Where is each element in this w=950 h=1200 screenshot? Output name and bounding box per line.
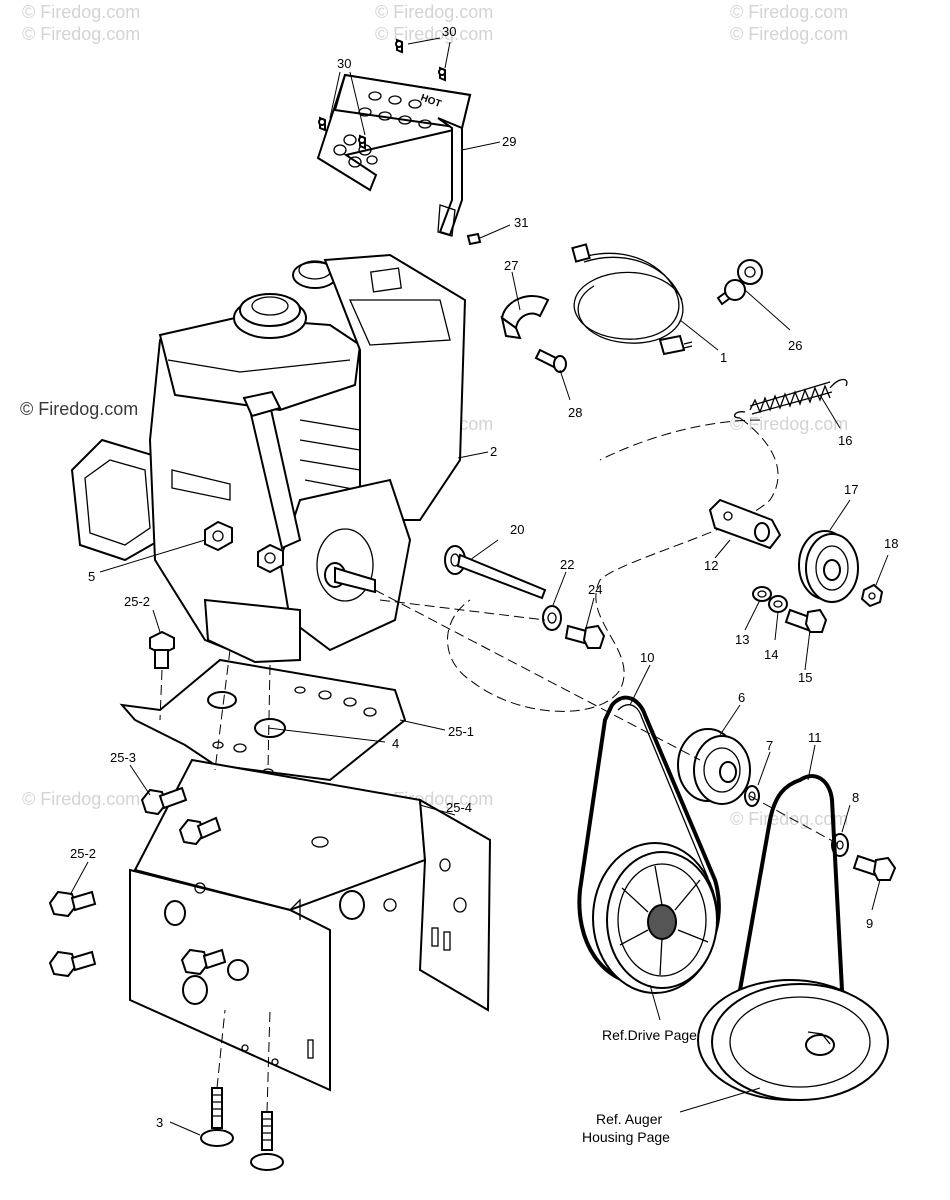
washer-22 [542, 605, 562, 631]
engine-nut-5b [257, 543, 284, 574]
callout-2: 2 [490, 444, 497, 459]
callout-5: 5 [88, 569, 95, 584]
ignition-key [716, 259, 763, 306]
callout-30-top: 30 [442, 24, 456, 39]
watermark-top-right: © Firedog.com [730, 2, 848, 22]
bolt-frame-mid [180, 948, 227, 976]
callout-24: 24 [588, 582, 602, 597]
callout-12: 12 [704, 558, 718, 573]
callout-17: 17 [844, 482, 858, 497]
engine-mount-plate [119, 658, 407, 782]
bolt-25-2-lower-a [48, 890, 97, 918]
drive-pulley [592, 842, 718, 994]
callout-8: 8 [852, 790, 859, 805]
watermark-top-right-2: © Firedog.com [730, 24, 848, 44]
belt-path-lower [599, 419, 761, 461]
callout-16: 16 [838, 433, 852, 448]
idler-bracket [708, 498, 782, 550]
bolt-9 [852, 854, 897, 881]
idler-pulley [798, 530, 859, 603]
callout-31: 31 [514, 215, 528, 230]
leader-lines [69, 37, 889, 1136]
idler-nut [860, 583, 884, 608]
bolt-25-3-b [178, 816, 222, 846]
callout-25-2-top: 25-2 [124, 594, 150, 609]
callout-11: 11 [808, 730, 822, 745]
watermark-lower-right: © Firedog.com [730, 809, 848, 829]
alignment-lines [159, 589, 841, 1113]
engine [70, 253, 467, 664]
shaft-key [444, 545, 547, 600]
heat-shield: HOT [316, 73, 472, 237]
bolt-25-2-lower-b [48, 950, 97, 978]
watermark-top-left-2: © Firedog.com [22, 24, 140, 44]
callout-25-3: 25-3 [110, 750, 136, 765]
callout-9: 9 [866, 916, 873, 931]
callout-25-4: 25-4 [446, 800, 472, 815]
callout-14: 14 [764, 647, 778, 662]
bolt-3-a [200, 1087, 234, 1147]
shield-screws [318, 38, 482, 246]
callout-27: 27 [504, 258, 518, 273]
ref-drive-page: Ref.Drive Page [602, 1027, 697, 1043]
bolt-25-3-a [140, 786, 188, 816]
callout-25-1: 25-1 [448, 724, 474, 739]
watermark-lower-left: © Firedog.com [22, 789, 140, 809]
callout-22: 22 [560, 557, 574, 572]
callout-labels: 30 30 29 31 27 28 1 26 16 2 20 22 24 12 … [70, 24, 898, 1130]
watermark-top-left: © Firedog.com [22, 2, 140, 22]
bolt-24 [564, 624, 606, 649]
washer-7 [744, 785, 760, 807]
engine-nut-5a [204, 520, 233, 552]
ref-auger-line2: Housing Page [582, 1129, 670, 1145]
shield-holes [333, 91, 432, 168]
callout-26: 26 [788, 338, 802, 353]
callout-3: 3 [156, 1115, 163, 1130]
wire-harness [571, 243, 693, 356]
callout-13: 13 [735, 632, 749, 647]
callout-1: 1 [720, 350, 727, 365]
callout-6: 6 [738, 690, 745, 705]
washer-13 [752, 586, 772, 602]
watermark-top-center: © Firedog.com [375, 2, 493, 22]
frame [129, 758, 492, 1092]
watermark-top-center-2: © Firedog.com [375, 24, 493, 44]
spring [733, 378, 848, 419]
callout-10: 10 [640, 650, 654, 665]
callout-18: 18 [884, 536, 898, 551]
callout-7: 7 [766, 738, 773, 753]
watermark-left-dark: © Firedog.com [20, 399, 138, 419]
clamp [500, 295, 550, 340]
washer-14 [768, 595, 788, 613]
watermark-middle-right: © Firedog.com [730, 414, 848, 434]
clamp-screw [534, 348, 567, 373]
auger-pulley [697, 979, 889, 1101]
reference-notes: Ref.Drive Page Ref. Auger Housing Page [582, 1027, 697, 1145]
bolt-15 [784, 608, 828, 633]
callout-28: 28 [568, 405, 582, 420]
belt-path-dashed [447, 417, 779, 712]
callout-4: 4 [392, 736, 399, 751]
engine-pulley [677, 728, 751, 805]
callout-20: 20 [510, 522, 524, 537]
callout-25-2-lower: 25-2 [70, 846, 96, 861]
ref-auger-line1: Ref. Auger [596, 1111, 662, 1127]
bolt-3-b [250, 1111, 284, 1171]
callout-15: 15 [798, 670, 812, 685]
callout-29: 29 [502, 134, 516, 149]
bolt-25-2-top [149, 630, 175, 669]
callout-30-left: 30 [337, 56, 351, 71]
